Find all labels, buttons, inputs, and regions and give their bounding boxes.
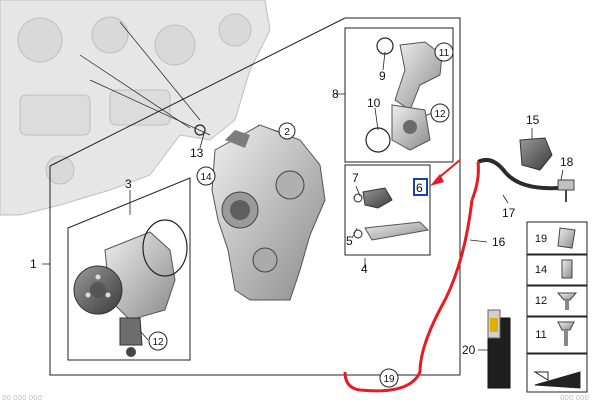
connector-parts: [353, 187, 430, 241]
side-panel: [526, 221, 588, 393]
label-2: 2: [284, 127, 290, 138]
label-16: 16: [492, 235, 506, 249]
hose-17-red: [470, 161, 480, 201]
callout-circle-12b: [148, 331, 168, 351]
hose-16-highlight: [343, 199, 474, 393]
label-14: 14: [200, 172, 212, 183]
label-18: 18: [560, 155, 574, 169]
footer-right-code: 000 000: [560, 394, 589, 402]
label-1: 1: [30, 257, 37, 271]
label-8: 8: [332, 87, 339, 101]
label-17: 17: [502, 206, 516, 220]
callout-circle-11: [434, 42, 454, 62]
label-9: 9: [379, 69, 386, 83]
highlight-arrow: [430, 159, 461, 186]
assembly-frame: [49, 17, 461, 376]
callout-circles: [148, 42, 454, 388]
label-4: 4: [361, 262, 368, 276]
sealant-tube-20: [487, 309, 511, 389]
side-label-19: 19: [535, 233, 547, 245]
reference-lines: [79, 21, 211, 136]
callout-circle-19: [379, 368, 399, 388]
label-10: 10: [367, 96, 381, 110]
footer-left-code: 00 000 000: [2, 394, 42, 402]
label-6: 6: [416, 181, 423, 195]
label-11: 11: [439, 48, 450, 59]
label-20: 20: [462, 343, 476, 357]
hose-17: [477, 158, 559, 191]
water-pump-housing: [211, 124, 326, 301]
side-label-11: 11: [535, 329, 546, 341]
callout-circle-12a: [430, 103, 450, 123]
bleed-screw-18: [557, 179, 575, 202]
label-5: 5: [346, 234, 353, 248]
thermostat-housing: [365, 37, 443, 153]
highlight-box-6: [413, 178, 428, 196]
engine-block-image: [0, 0, 271, 216]
label-19: 19: [383, 374, 395, 385]
label-13: 13: [190, 146, 204, 160]
label-15: 15: [526, 113, 540, 127]
side-panel-parts: [533, 227, 581, 389]
label-7: 7: [352, 171, 359, 185]
sensor-15: [519, 137, 553, 171]
label-3: 3: [125, 177, 132, 191]
callout-circle-2: [278, 122, 296, 140]
gasket-13: [194, 124, 206, 136]
side-label-14: 14: [535, 264, 547, 276]
callout-circle-14: [196, 166, 216, 186]
label-12a: 12: [434, 109, 446, 120]
water-pump-assembly: [73, 219, 188, 357]
label-12b: 12: [152, 337, 164, 348]
side-label-12: 12: [535, 295, 547, 307]
